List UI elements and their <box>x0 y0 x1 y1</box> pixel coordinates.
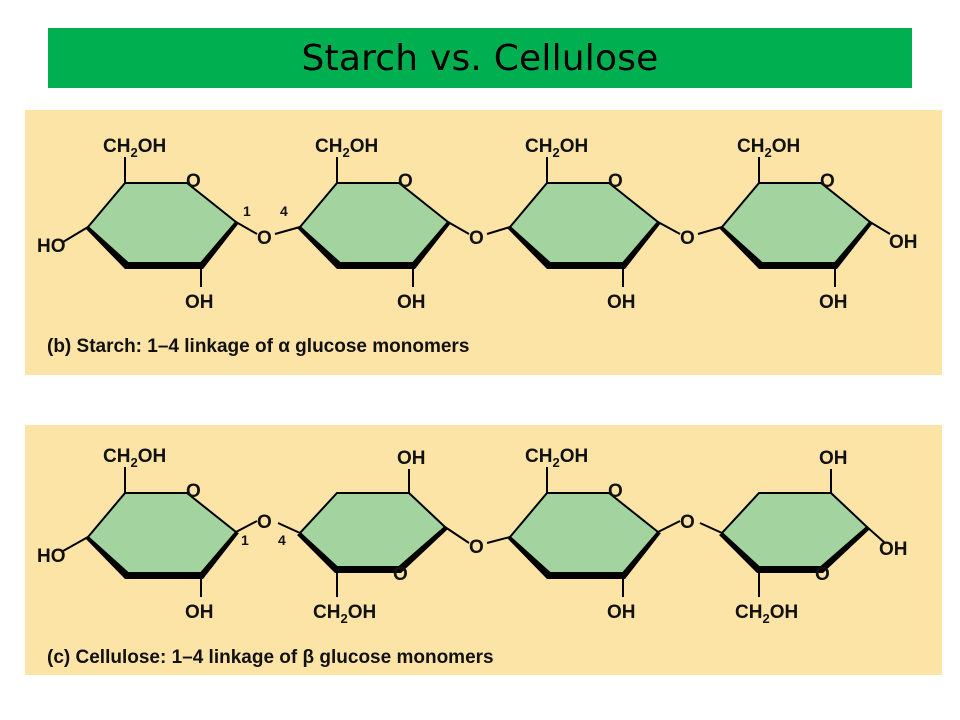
oh-label: OH <box>607 292 636 313</box>
glycosidic-oxygen-label: O <box>257 512 272 533</box>
ch2oh-label: CH2OH <box>313 602 376 626</box>
ho-label: HO <box>37 236 66 257</box>
ch2oh-label: CH2OH <box>735 602 798 626</box>
ch2oh-label: CH2OH <box>103 136 166 160</box>
starch-ring-4 <box>697 157 891 287</box>
oh-label: OH <box>607 602 636 623</box>
cellulose-panel: CH2OH OH CH2OH OH O O O O O O O 1 4 HO O… <box>25 425 942 675</box>
ho-label: HO <box>37 546 66 567</box>
ch2oh-label: CH2OH <box>737 136 800 160</box>
glycosidic-oxygen-label: O <box>469 537 484 558</box>
oh-label: OH <box>397 448 426 469</box>
ch2oh-label: CH2OH <box>525 136 588 160</box>
cellulose-caption: (c) Cellulose: 1–4 linkage of β glucose … <box>47 647 494 668</box>
ring-oxygen-label: O <box>820 171 835 192</box>
starch-panel: CH2OH CH2OH CH2OH CH2OH O O O O O O O 1 … <box>25 110 942 375</box>
oh-label: OH <box>397 292 426 313</box>
ring-oxygen-label: O <box>608 481 623 502</box>
carbon-1-label: 1 <box>243 203 251 219</box>
starch-ring-3 <box>486 157 681 287</box>
cellulose-ring-3 <box>486 467 681 597</box>
ring-oxygen-label: O <box>608 171 623 192</box>
carbon-4-label: 4 <box>280 203 288 219</box>
ch2oh-label: CH2OH <box>315 136 378 160</box>
oh-label: OH <box>819 292 848 313</box>
carbon-1-label: 1 <box>241 532 249 548</box>
oh-label: OH <box>819 448 848 469</box>
glycosidic-oxygen-label: O <box>680 512 695 533</box>
oh-label: OH <box>879 539 908 560</box>
starch-diagram: CH2OH CH2OH CH2OH CH2OH O O O O O O O 1 … <box>37 136 918 313</box>
slide-title: Starch vs. Cellulose <box>301 37 659 79</box>
cellulose-ring-2 <box>277 469 470 597</box>
ring-oxygen-label: O <box>815 564 830 585</box>
glycosidic-oxygen-label: O <box>469 228 484 249</box>
ring-oxygen-label: O <box>186 481 201 502</box>
ring-oxygen-label: O <box>393 564 408 585</box>
title-bar: Starch vs. Cellulose <box>48 28 912 88</box>
carbon-4-label: 4 <box>278 532 286 548</box>
cellulose-ring-4 <box>699 469 886 597</box>
ch2oh-label: CH2OH <box>525 446 588 470</box>
ring-oxygen-label: O <box>398 171 413 192</box>
glycosidic-oxygen-label: O <box>680 228 695 249</box>
cellulose-diagram: CH2OH OH CH2OH OH O O O O O O O 1 4 HO O… <box>37 446 908 626</box>
oh-label: OH <box>889 232 918 253</box>
oh-label: OH <box>185 602 214 623</box>
ring-oxygen-label: O <box>186 171 201 192</box>
ch2oh-label: CH2OH <box>103 446 166 470</box>
cellulose-ring-1 <box>62 467 258 597</box>
starch-caption: (b) Starch: 1–4 linkage of α glucose mon… <box>47 336 470 357</box>
starch-ring-2 <box>274 157 470 287</box>
glycosidic-oxygen-label: O <box>257 228 272 249</box>
starch-ring-1 <box>62 157 258 287</box>
oh-label: OH <box>185 292 214 313</box>
